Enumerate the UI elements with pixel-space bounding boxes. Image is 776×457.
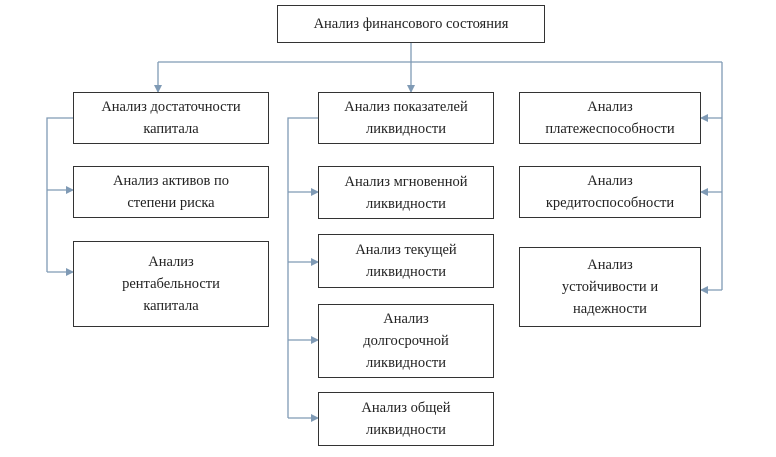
- root-node: Анализ финансового состояния: [277, 5, 545, 43]
- connector-left-rail: [46, 117, 73, 272]
- left-item-node: Анализ рентабельности капитала: [73, 241, 269, 327]
- root-node-label: Анализ финансового состояния: [313, 16, 509, 32]
- right-item-node: Анализ устойчивости и надежности: [519, 247, 701, 327]
- middle-head-label: Анализ показателей ликвидности: [344, 99, 468, 137]
- middle-item-node: Анализ общей ликвидности: [318, 392, 494, 446]
- left-item-label: Анализ рентабельности капитала: [122, 254, 220, 314]
- right-item-node: Анализ кредитоспособности: [519, 166, 701, 218]
- middle-item-node: Анализ долгосрочной ликвидности: [318, 304, 494, 378]
- middle-item-node: Анализ текущей ликвидности: [318, 234, 494, 288]
- middle-item-label: Анализ текущей ликвидности: [355, 242, 457, 280]
- middle-item-node: Анализ мгновенной ликвидности: [318, 166, 494, 219]
- middle-item-label: Анализ долгосрочной ликвидности: [363, 311, 449, 371]
- right-item-label: Анализ кредитоспособности: [545, 173, 675, 211]
- right-item-label: Анализ платежеспособности: [545, 99, 675, 137]
- left-item-label: Анализ активов по степени риска: [112, 173, 229, 211]
- right-item-label: Анализ устойчивости и надежности: [561, 257, 659, 317]
- left-head-node: Анализ достаточности капитала: [73, 92, 269, 144]
- connector-middle-rail: [287, 117, 318, 418]
- middle-item-label: Анализ общей ликвидности: [361, 400, 451, 438]
- middle-item-label: Анализ мгновенной ликвидности: [344, 173, 468, 212]
- left-head-label: Анализ достаточности капитала: [101, 99, 241, 137]
- middle-head-node: Анализ показателей ликвидности: [318, 92, 494, 144]
- left-item-node: Анализ активов по степени риска: [73, 166, 269, 218]
- right-item-node: Анализ платежеспособности: [519, 92, 701, 144]
